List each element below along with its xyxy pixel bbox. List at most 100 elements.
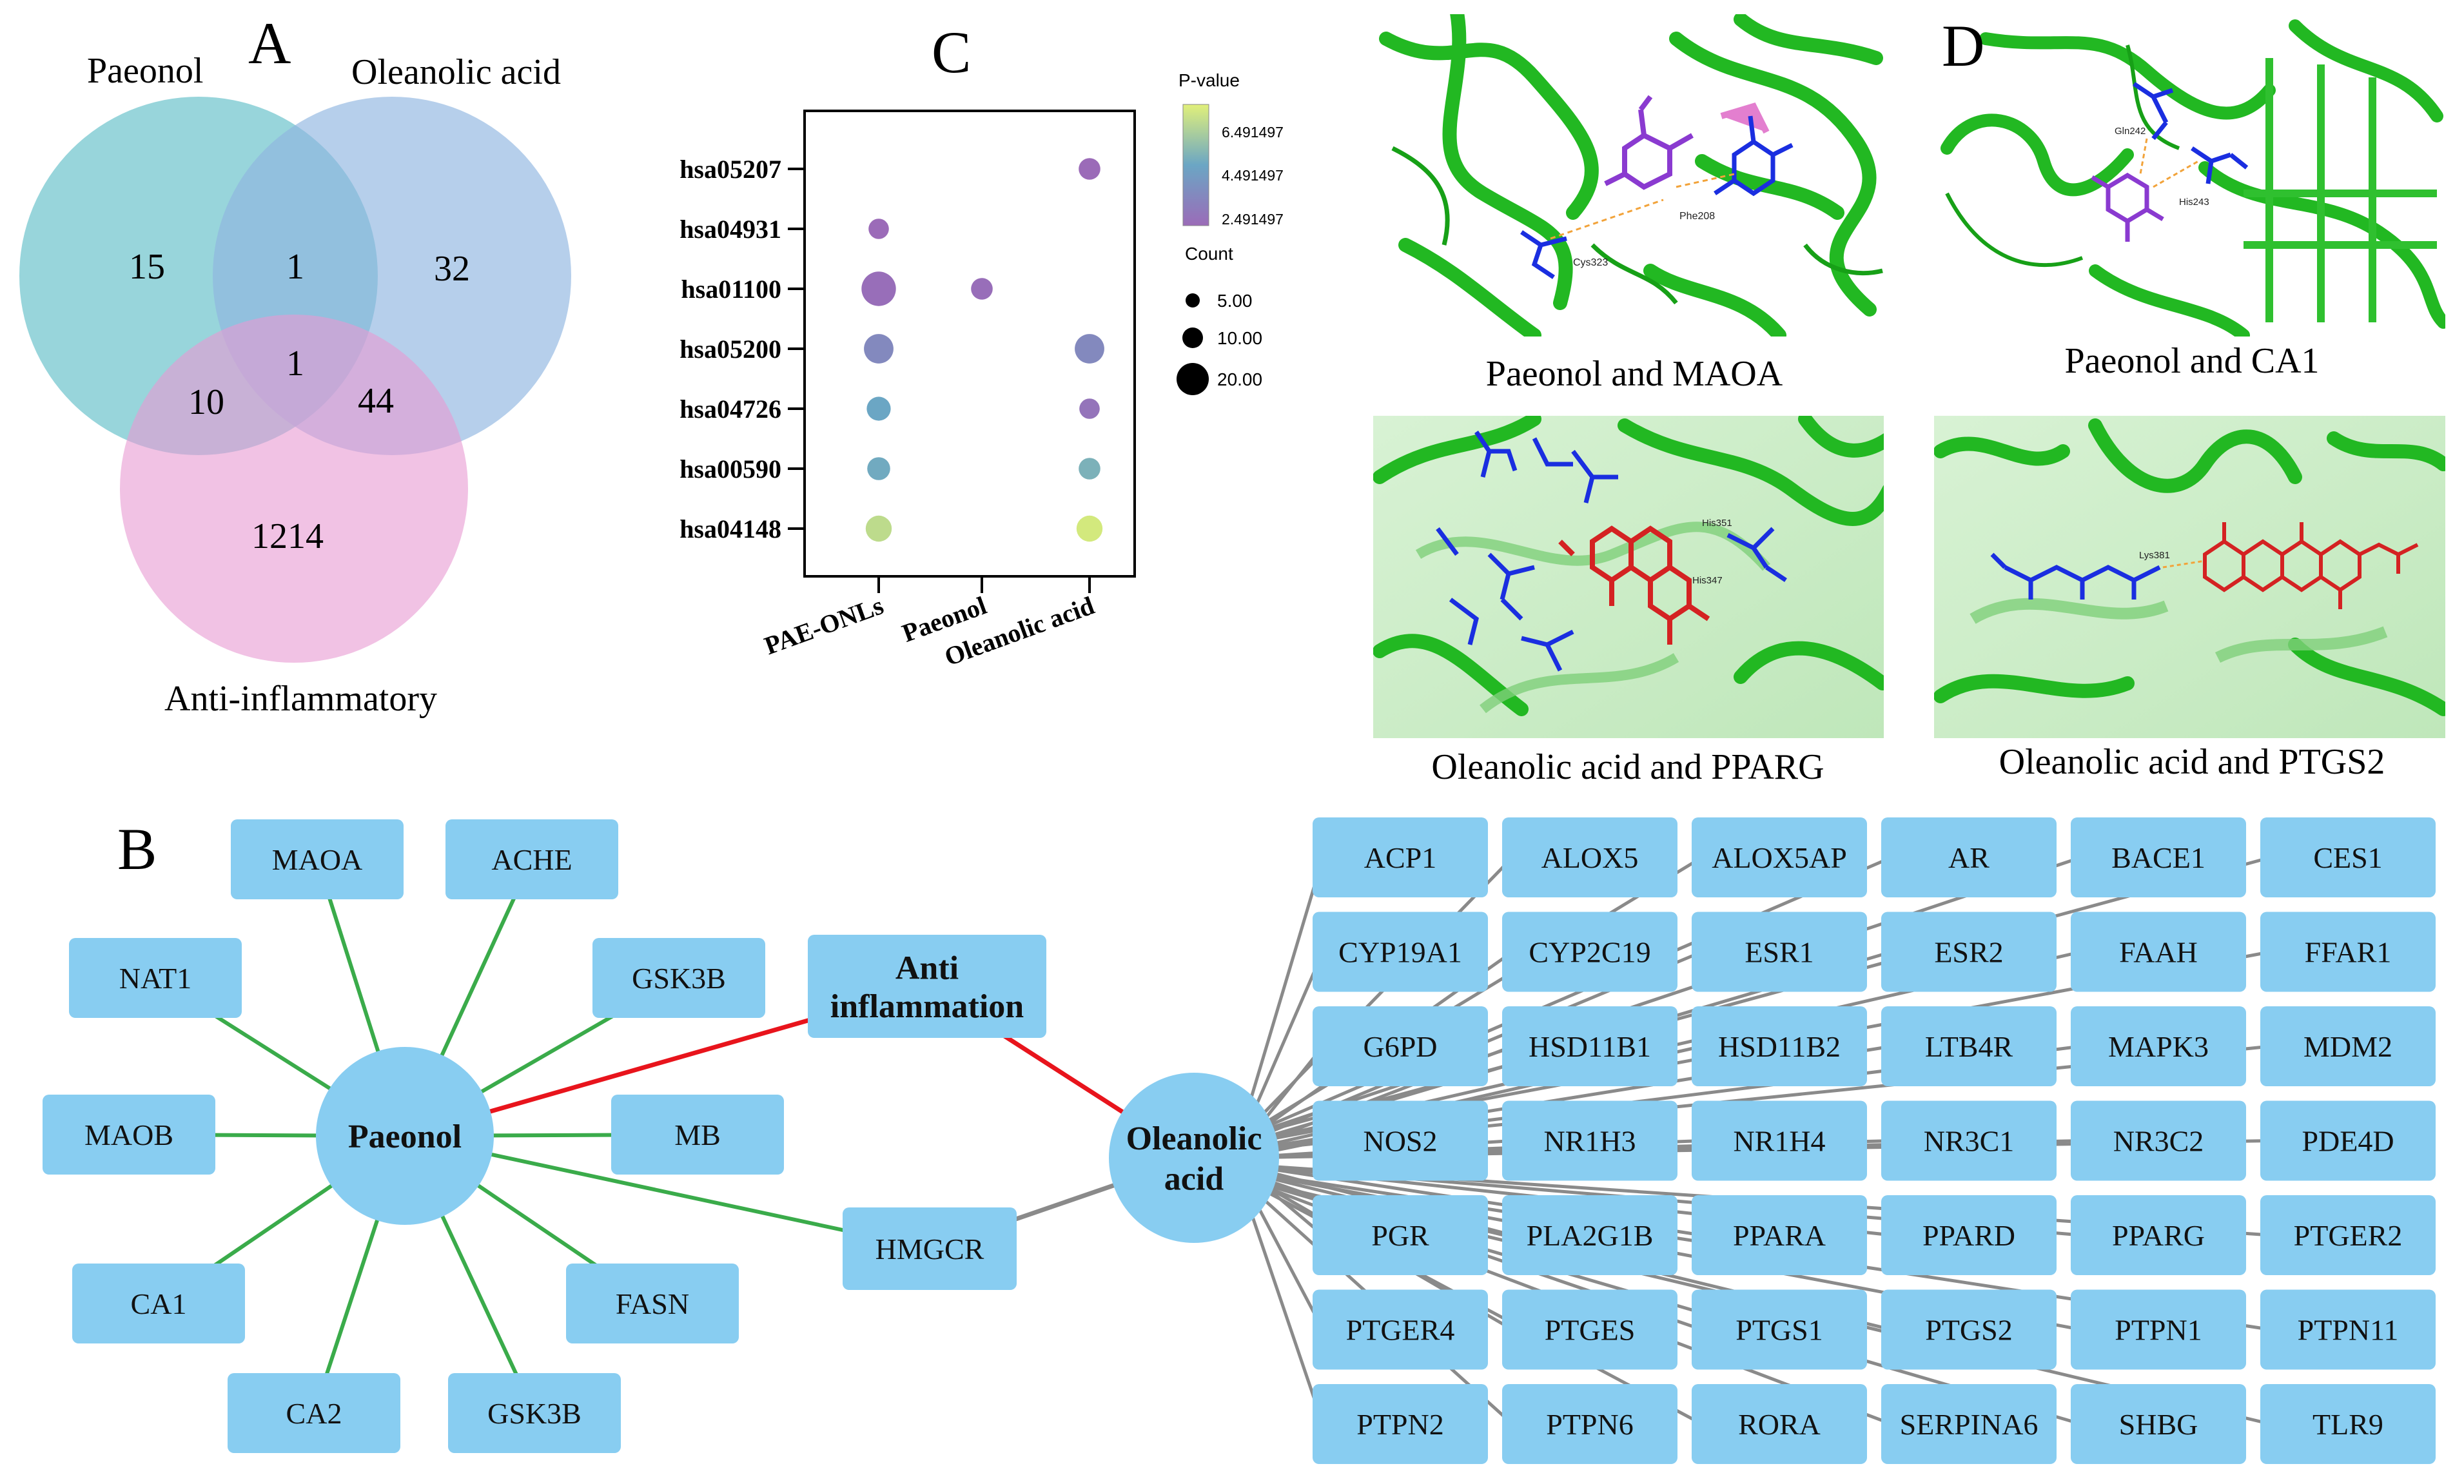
svg-text:PGR: PGR [1371, 1219, 1429, 1252]
target-node: MDM2 [2260, 1006, 2436, 1086]
residue-label: His347 [1692, 575, 1723, 586]
target-node: SHBG [2071, 1384, 2246, 1464]
target-node: MB [611, 1095, 784, 1175]
y-tick-label: hsa04148 [680, 514, 781, 543]
venn-circle-anti-inflammatory [120, 315, 468, 663]
svg-text:PPARA: PPARA [1733, 1219, 1826, 1252]
plot-frame [803, 110, 1136, 578]
svg-text:PTGES: PTGES [1545, 1314, 1636, 1347]
svg-text:MAOA: MAOA [272, 843, 363, 876]
data-point [971, 278, 993, 300]
svg-text:NR3C1: NR3C1 [1924, 1125, 2015, 1158]
network-edge [1238, 855, 2082, 1140]
data-point [1079, 458, 1100, 480]
network-edge [1237, 857, 1325, 1139]
target-node: ALOX5AP [1692, 817, 1867, 897]
target-node: ESR2 [1881, 912, 2057, 992]
svg-text:PTPN6: PTPN6 [1546, 1408, 1633, 1441]
target-node: NR1H3 [1502, 1100, 1677, 1181]
svg-text:PLA2G1B: PLA2G1B [1527, 1219, 1654, 1252]
venn-value-paeonol-oleanolic: 1 [286, 247, 304, 287]
venn-label-oleanolic: Oleanolic acid [351, 52, 561, 92]
target-node: NOS2 [1313, 1100, 1488, 1181]
size-legend-label-large: 20.00 [1217, 369, 1262, 389]
svg-text:NR1H3: NR1H3 [1543, 1125, 1636, 1158]
svg-text:FFAR1: FFAR1 [2305, 936, 2392, 969]
panel-a-letter: A [248, 10, 291, 76]
network-edge [1238, 855, 1892, 1140]
residue-label: His243 [2179, 197, 2209, 208]
venn-value-oleanolic-anti: 44 [358, 381, 394, 421]
svg-text:BACE1: BACE1 [2111, 841, 2205, 874]
target-node: ALOX5 [1502, 817, 1677, 897]
target-node: LTB4R [1881, 1006, 2057, 1086]
svg-text:NR3C2: NR3C2 [2113, 1125, 2204, 1158]
target-node: PTGER4 [1313, 1289, 1488, 1370]
svg-text:MAPK3: MAPK3 [2108, 1030, 2209, 1063]
venn-value-paeonol-only: 15 [129, 247, 165, 287]
docking-caption-ptgs2: Oleanolic acid and PTGS2 [1999, 742, 2385, 782]
docking-caption-pparg: Oleanolic acid and PPARG [1431, 747, 1824, 787]
size-legend-label-medium: 10.00 [1217, 328, 1262, 348]
svg-text:PDE4D: PDE4D [2302, 1125, 2394, 1158]
residue-label: Phe208 [1679, 211, 1715, 222]
svg-text:RORA: RORA [1738, 1408, 1821, 1441]
data-point [1075, 334, 1104, 364]
data-point [1079, 158, 1100, 180]
target-node: FASN [566, 1264, 739, 1343]
svg-text:HMGCR: HMGCR [875, 1233, 984, 1265]
target-node: CA2 [228, 1373, 400, 1453]
docking-image-pparg: His351 His347 [1373, 416, 1884, 738]
target-node: PTPN11 [2260, 1289, 2436, 1370]
residue-label: Cys323 [1573, 257, 1608, 268]
svg-text:PPARD: PPARD [1922, 1219, 2015, 1252]
svg-text:acid: acid [1164, 1160, 1224, 1197]
size-legend-dot-small [1186, 293, 1200, 308]
residue-label: His351 [1702, 518, 1732, 529]
target-node: HSD11B2 [1692, 1006, 1867, 1086]
size-legend-dot-medium [1182, 327, 1203, 348]
svg-text:PTPN1: PTPN1 [2115, 1314, 2202, 1347]
target-node: ACP1 [1313, 817, 1488, 897]
target-node: PTGS2 [1881, 1289, 2057, 1370]
colorbar-tick-low: 2.491497 [1222, 211, 1284, 228]
target-node: PLA2G1B [1502, 1195, 1677, 1275]
svg-text:PTGS2: PTGS2 [1925, 1314, 2012, 1347]
svg-text:LTB4R: LTB4R [1925, 1030, 2013, 1063]
data-points [861, 158, 1104, 542]
target-node: MAOA [231, 819, 404, 899]
svg-text:GSK3B: GSK3B [632, 962, 726, 995]
target-node: G6PD [1313, 1006, 1488, 1086]
svg-text:ACHE: ACHE [491, 843, 572, 876]
svg-text:PTPN11: PTPN11 [2298, 1314, 2399, 1347]
data-point [1076, 515, 1103, 542]
colorbar [1182, 104, 1209, 226]
bubble-chart: C hsa05207hsa04931hsa01100hsa05200hsa047… [680, 19, 1284, 672]
residue-label: Gln242 [2115, 126, 2146, 137]
venn-label-paeonol: Paeonol [87, 51, 203, 91]
network-edge [1238, 855, 2271, 1140]
svg-text:ALOX5: ALOX5 [1541, 841, 1639, 874]
y-tick-label: hsa04726 [680, 395, 781, 424]
target-node: SERPINA6 [1881, 1384, 2057, 1464]
svg-text:Oleanolic: Oleanolic [1126, 1120, 1262, 1157]
docking-image-ptgs2: Lys381 [1934, 416, 2445, 738]
colorbar-tick-high: 6.491497 [1222, 124, 1284, 141]
venn-value-anti-only: 1214 [251, 516, 324, 556]
svg-text:CES1: CES1 [2313, 841, 2382, 874]
target-node: PTPN6 [1502, 1384, 1677, 1464]
network-edge [1238, 856, 1514, 1140]
svg-text:inflammation: inflammation [830, 988, 1024, 1025]
svg-text:Paeonol: Paeonol [348, 1118, 462, 1155]
svg-text:TLR9: TLR9 [2312, 1408, 2383, 1441]
target-node: CA1 [72, 1264, 245, 1343]
svg-text:NR1H4: NR1H4 [1733, 1125, 1825, 1158]
svg-text:SHBG: SHBG [2119, 1408, 2198, 1441]
target-node: GSK3B [448, 1373, 621, 1453]
shared-target-node: HMGCR [843, 1207, 1017, 1290]
target-node: FAAH [2071, 912, 2246, 992]
